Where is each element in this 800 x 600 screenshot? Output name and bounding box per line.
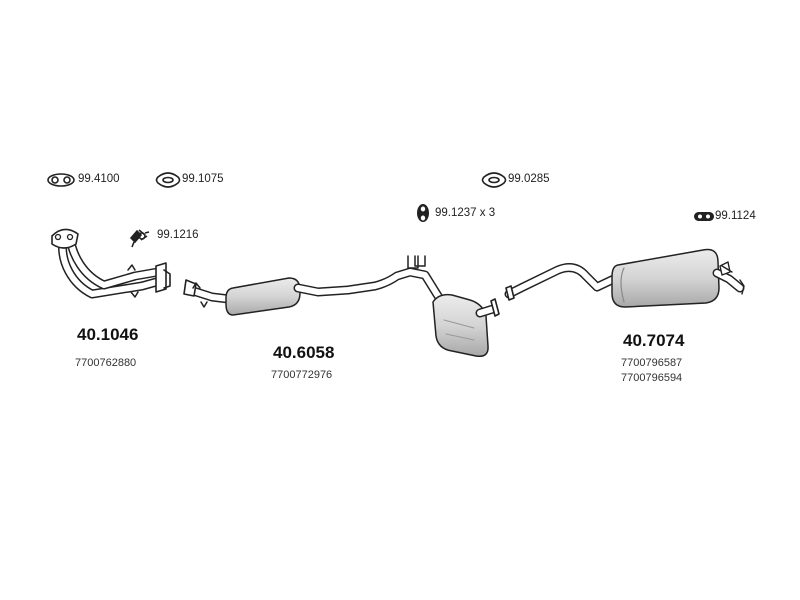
front-pipe-drawing [51, 228, 171, 299]
clamp-icon [129, 229, 150, 248]
oem-number: 7700796587 [621, 357, 683, 369]
rubber-mount-icon [417, 204, 429, 222]
part-number: 40.1046 [77, 325, 139, 344]
gasket-icon [47, 173, 75, 187]
ring-gasket-icon [481, 172, 507, 188]
accessory-code: 99.1216 [157, 229, 199, 241]
part-number: 40.7074 [623, 331, 685, 350]
rear-silencer-drawing [504, 248, 745, 308]
middle-silencer-drawing [183, 255, 500, 358]
part-number: 40.6058 [273, 343, 335, 362]
oem-number: 7700796594 [621, 372, 683, 384]
accessory-code: 99.1075 [182, 173, 224, 185]
accessory-code: 99.1237 x 3 [435, 207, 496, 219]
oem-number: 7700762880 [75, 357, 137, 369]
oem-number: 7700772976 [271, 369, 333, 381]
accessory-code: 99.0285 [508, 173, 550, 185]
hanger-strap-icon [694, 212, 714, 221]
accessory-code: 99.1124 [715, 210, 756, 222]
ring-gasket-icon [155, 172, 181, 188]
accessory-code: 99.4100 [78, 173, 120, 185]
